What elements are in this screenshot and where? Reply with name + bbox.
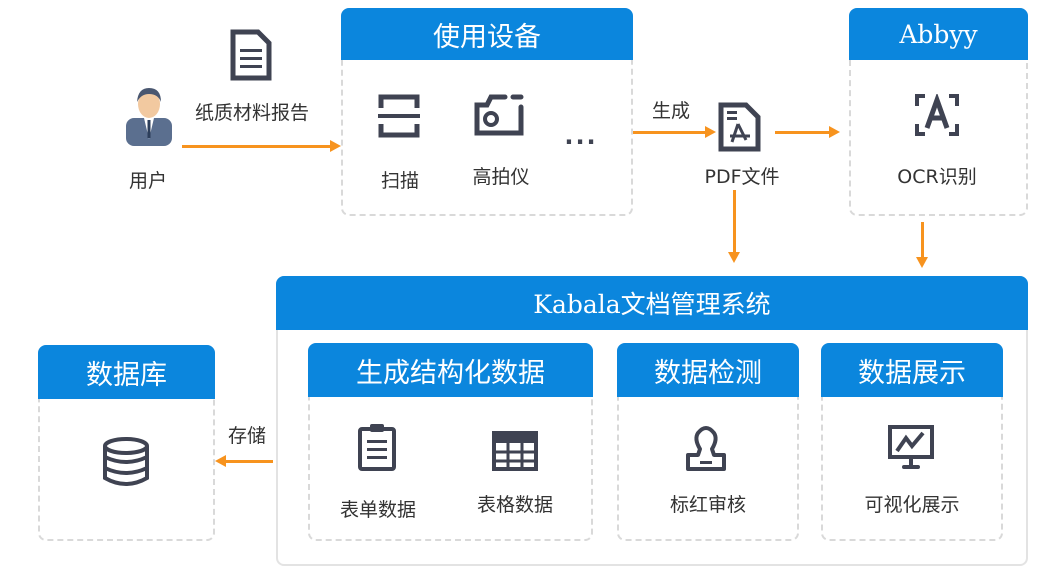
arrow-head	[215, 455, 226, 467]
arrow-pdf-to-abbyy	[775, 131, 830, 134]
storage-label: 存储	[227, 425, 267, 447]
structured-data-module: 生成结构化数据	[308, 343, 593, 541]
data-display-module: 数据展示	[821, 343, 1003, 541]
arrow-abbyy-to-kabala	[921, 222, 924, 258]
camera-icon	[474, 94, 524, 136]
pdf-label: PDF文件	[704, 166, 780, 188]
arrow-devices-to-pdf	[633, 131, 707, 134]
structured-data-title: 生成结构化数据	[308, 343, 593, 397]
user-label: 用户	[128, 170, 168, 192]
pdf-file-icon	[718, 102, 761, 152]
ocr-icon	[915, 94, 959, 136]
form-data-label: 表单数据	[339, 499, 417, 521]
paper-report-label: 纸质材料报告	[194, 102, 310, 124]
arrow-head	[705, 126, 716, 138]
ocr-label: OCR识别	[897, 166, 977, 188]
arrow-head	[728, 252, 740, 263]
data-check-title: 数据检测	[617, 343, 799, 397]
arrow-head	[829, 126, 840, 138]
arrow-kabala-to-database	[225, 460, 273, 463]
generate-label: 生成	[651, 100, 691, 122]
devices-box: 使用设备	[341, 8, 633, 216]
table-data-label: 表格数据	[476, 494, 554, 516]
scan-label: 扫描	[380, 170, 420, 192]
user-avatar-icon	[126, 88, 172, 146]
devices-title: 使用设备	[341, 8, 633, 60]
database-icon	[103, 437, 149, 486]
arrow-pdf-to-kabala	[733, 190, 736, 253]
more-devices: ...	[564, 122, 598, 150]
database-title: 数据库	[38, 345, 215, 399]
database-box: 数据库	[38, 345, 215, 541]
stamp-icon	[686, 426, 726, 471]
scan-icon	[378, 94, 420, 138]
clipboard-form-icon	[358, 424, 396, 471]
arrow-head	[330, 140, 341, 152]
abbyy-box: Abbyy	[849, 8, 1028, 216]
camera-label: 高拍仪	[472, 166, 530, 188]
visualization-label: 可视化展示	[864, 494, 960, 516]
red-mark-review-label: 标红审核	[669, 494, 747, 516]
arrow-user-to-devices	[182, 145, 332, 148]
kabala-title: Kabala文档管理系统	[276, 276, 1028, 330]
data-display-title: 数据展示	[821, 343, 1003, 397]
abbyy-title: Abbyy	[849, 8, 1028, 60]
chart-monitor-icon	[888, 425, 934, 469]
data-check-module: 数据检测	[617, 343, 799, 541]
table-icon	[492, 431, 538, 471]
document-icon	[230, 29, 272, 81]
arrow-head	[916, 257, 928, 268]
